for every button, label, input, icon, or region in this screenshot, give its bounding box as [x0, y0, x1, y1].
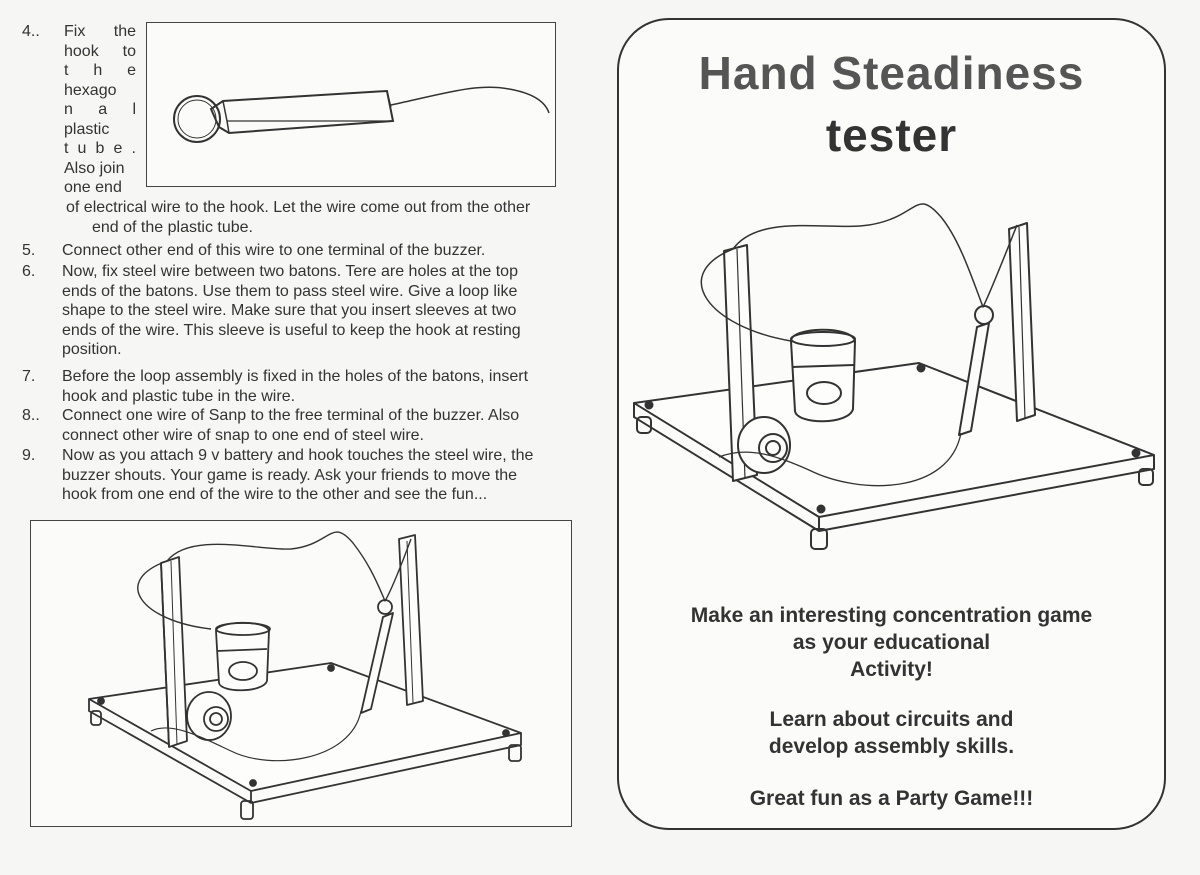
- electrical-wire: [390, 86, 550, 114]
- assembly-illustration: [30, 520, 572, 827]
- step-number: 7.: [22, 368, 36, 385]
- text-line: hexago: [64, 81, 117, 99]
- promo-text-line: as your educational: [792, 631, 991, 654]
- step-number: 5.: [22, 242, 36, 259]
- product-illustration: [633, 203, 1155, 550]
- hook-tube-drawing: [173, 86, 550, 143]
- steel-wire: [166, 531, 412, 602]
- text-line: of electrical wire to the hook. Let the …: [66, 199, 531, 216]
- step-number: 6.: [22, 263, 36, 280]
- promo-text-line: Make an interesting concentration game: [690, 604, 1093, 627]
- product-title-line2: tester: [825, 109, 958, 161]
- hook-tube: [360, 612, 394, 714]
- right-baton: [398, 534, 424, 706]
- hook-ring: [377, 599, 393, 615]
- step-number: 8..: [22, 407, 40, 424]
- step-9-text: Now as you attach 9 v battery and hook t…: [62, 446, 592, 505]
- product-title-line1: Hand Steadiness: [698, 47, 1085, 99]
- text-line: Fix the: [64, 23, 136, 40]
- text-line: shape to the steel wire. Make sure that …: [62, 302, 517, 319]
- base-board: [633, 362, 1155, 518]
- step-number: 4..: [22, 23, 40, 40]
- text-line: plastic: [64, 120, 110, 138]
- promo-text-line: Activity!: [850, 658, 933, 681]
- hook-ring: [173, 95, 221, 143]
- promo-tagline: Great fun as a Party Game!!!: [749, 787, 1034, 810]
- promo-text-line: develop assembly skills.: [768, 735, 1015, 758]
- text-line: ends of the batons. Use them to pass ste…: [62, 282, 518, 300]
- text-line: position.: [62, 341, 122, 358]
- text-line: buzzer shouts. Your game is ready. Ask y…: [62, 466, 518, 484]
- steel-wire: [732, 203, 1018, 308]
- text-line: hook to: [64, 42, 136, 60]
- hexagonal-tube: [209, 89, 395, 135]
- buzzer: [737, 416, 791, 474]
- text-line: one end: [64, 179, 122, 196]
- text-line: ends of the wire. This sleeve is useful …: [62, 321, 521, 339]
- buzzer: [186, 691, 232, 741]
- cover-panel: Hand Steadiness tester: [617, 18, 1166, 830]
- text-line: Before the loop assembly is fixed in the…: [62, 368, 529, 385]
- text-line: n a l: [64, 101, 136, 118]
- text-line: Connect one wire of Sanp to the free ter…: [62, 407, 520, 424]
- text-line: connect other wire of snap to one end of…: [62, 426, 424, 444]
- text-line: Connect other end of this wire to one te…: [62, 242, 486, 259]
- text-line: Also join: [64, 159, 125, 177]
- text-line: hook from one end of the wire to the oth…: [62, 486, 488, 503]
- text-line: hook and plastic tube in the wire.: [62, 387, 296, 405]
- step-number: 9.: [22, 447, 36, 464]
- base-board: [88, 662, 522, 792]
- text-line: end of the plastic tube.: [92, 218, 253, 236]
- text-line: t h e: [64, 62, 136, 79]
- step-5-text: Connect other end of this wire to one te…: [62, 241, 592, 261]
- step-7-text: Before the loop assembly is fixed in the…: [62, 367, 592, 406]
- text-line: Now, fix steel wire between two batons. …: [62, 263, 518, 280]
- text-line: t u b e .: [64, 140, 136, 157]
- text-line: Now as you attach 9 v battery and hook t…: [62, 447, 534, 464]
- hook-illustration: [146, 22, 556, 187]
- step-6-text: Now, fix steel wire between two batons. …: [62, 262, 592, 360]
- step-4-narrow-text: Fix the hook to t h e hexago n a l plast…: [64, 22, 136, 198]
- step-8-text: Connect one wire of Sanp to the free ter…: [62, 406, 592, 445]
- tester-assembly-drawing: [88, 531, 522, 820]
- hook-ring: [974, 305, 994, 325]
- step-4-wide-text: of electrical wire to the hook. Let the …: [66, 198, 586, 237]
- promo-text-line: Learn about circuits and: [769, 708, 1014, 731]
